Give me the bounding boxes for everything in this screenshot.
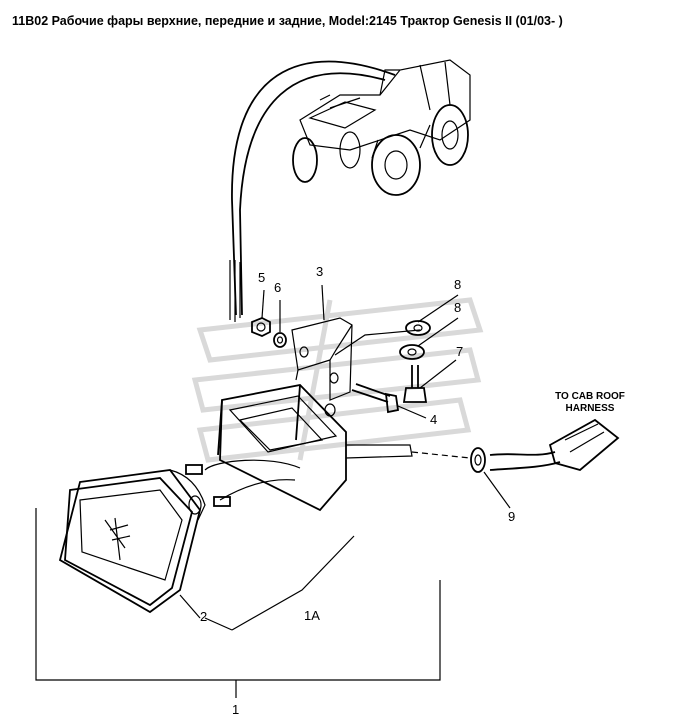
- callout-2: 2: [200, 609, 207, 624]
- leader-lines: [35, 284, 511, 698]
- watermark-logo: [191, 297, 484, 463]
- grommet-and-harness-plug: [411, 418, 620, 473]
- lamp-housing: [185, 384, 413, 512]
- harness-note-line-1: TO CAB ROOF: [555, 391, 625, 402]
- bolts-and-washers: [351, 320, 431, 414]
- callout-1: 1: [232, 702, 239, 717]
- callout-5: 5: [258, 270, 265, 285]
- mounting-bracket: [291, 317, 421, 401]
- callout-3: 3: [316, 264, 323, 279]
- harness-note-line-2: HARNESS: [566, 403, 615, 414]
- callout-labels: 5 6 3 8 8 7 4 9 2 1A 1 TO CAB ROOF HARNE…: [200, 264, 625, 717]
- callout-9: 9: [508, 509, 515, 524]
- callout-8-upper: 8: [454, 277, 461, 292]
- callout-7: 7: [456, 344, 463, 359]
- callout-6: 6: [274, 280, 281, 295]
- work-lamp: [58, 469, 206, 614]
- tractor-illustration: [292, 59, 471, 196]
- callout-8-lower: 8: [454, 300, 461, 315]
- callout-1a: 1A: [304, 608, 320, 623]
- diagram-title: 11B02 Рабочие фары верхние, передние и з…: [12, 14, 563, 28]
- callout-4: 4: [430, 412, 437, 427]
- harness-wires: [229, 60, 396, 322]
